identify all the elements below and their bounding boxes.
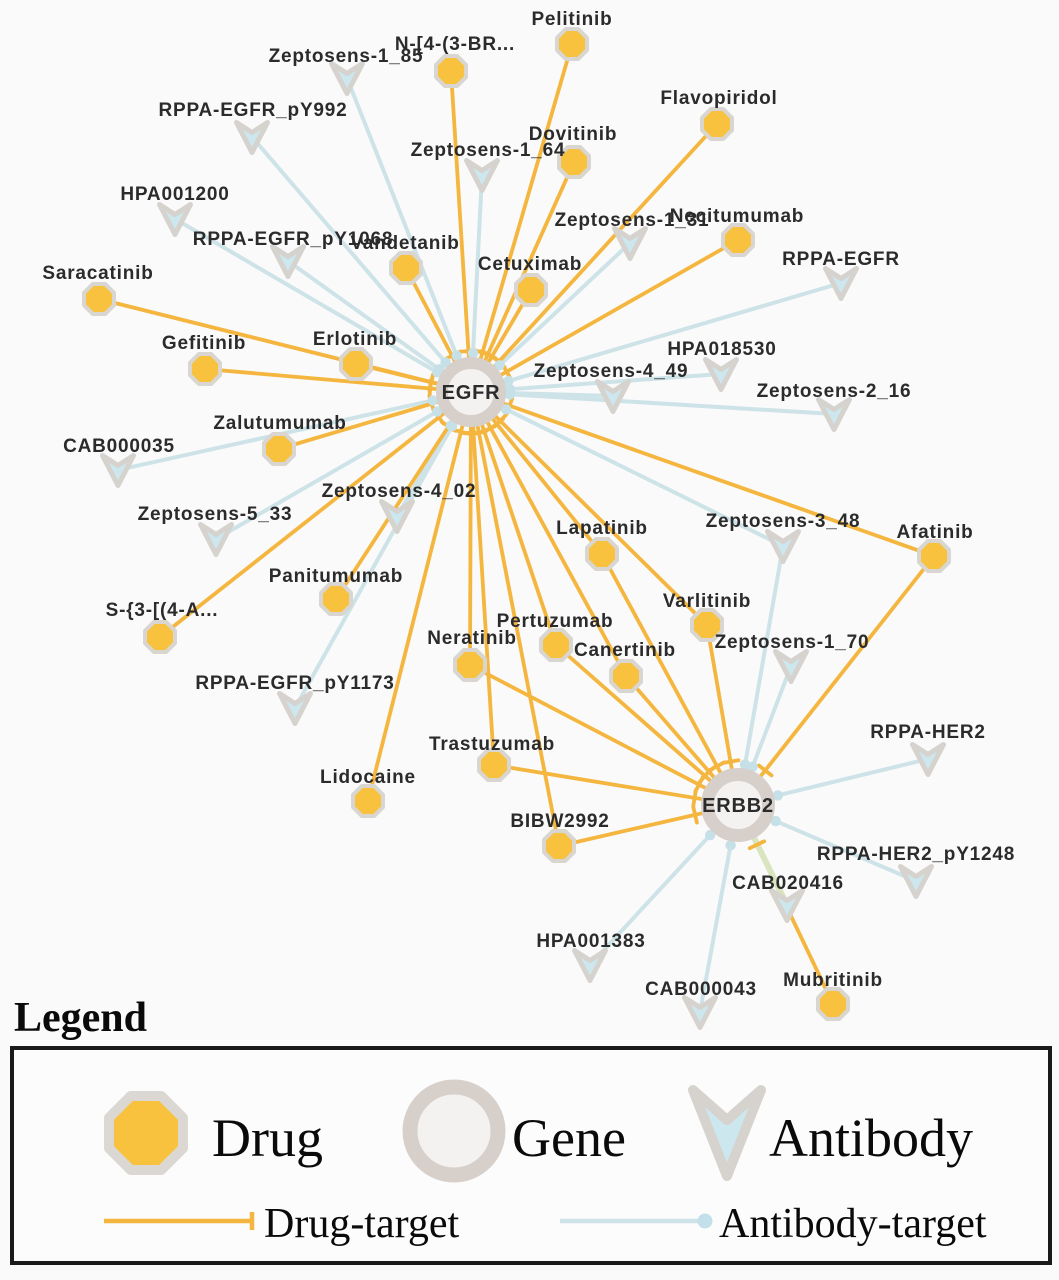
svg-text:RPPA-EGFR_pY1173: RPPA-EGFR_pY1173	[195, 673, 394, 694]
svg-text:Dovitinib: Dovitinib	[529, 124, 617, 145]
svg-text:Zeptosens-4_02: Zeptosens-4_02	[322, 481, 477, 502]
svg-text:EGFR: EGFR	[442, 382, 501, 404]
svg-text:Zeptosens-3_48: Zeptosens-3_48	[706, 511, 861, 532]
svg-text:Zalutumumab: Zalutumumab	[213, 413, 346, 434]
svg-text:CAB000043: CAB000043	[645, 979, 757, 1000]
svg-text:Zeptosens-5_33: Zeptosens-5_33	[138, 504, 293, 525]
svg-text:Vandetanib: Vandetanib	[350, 233, 459, 254]
svg-text:Zeptosens-4_49: Zeptosens-4_49	[534, 361, 689, 382]
svg-text:HPA001200: HPA001200	[120, 184, 229, 205]
svg-text:RPPA-EGFR_pY1068: RPPA-EGFR_pY1068	[193, 229, 393, 250]
svg-text:Lapatinib: Lapatinib	[556, 518, 648, 539]
svg-text:RPPA-EGFR_pY992: RPPA-EGFR_pY992	[158, 100, 347, 121]
svg-text:Zeptosens-2_16: Zeptosens-2_16	[757, 381, 912, 402]
svg-text:ERBB2: ERBB2	[702, 795, 774, 817]
svg-text:Cetuximab: Cetuximab	[478, 254, 582, 275]
svg-text:RPPA-HER2_pY1248: RPPA-HER2_pY1248	[817, 844, 1015, 865]
svg-text:Zeptosens-1_64: Zeptosens-1_64	[411, 140, 566, 161]
svg-text:Zeptosens-1_85: Zeptosens-1_85	[269, 46, 424, 67]
svg-text:Antibody: Antibody	[769, 1108, 973, 1168]
svg-text:Varlitinib: Varlitinib	[663, 591, 751, 612]
svg-text:RPPA-EGFR: RPPA-EGFR	[782, 249, 900, 270]
svg-text:Necitumumab: Necitumumab	[670, 206, 804, 227]
svg-text:Gefitinib: Gefitinib	[162, 333, 246, 354]
svg-text:Zeptosens-1_70: Zeptosens-1_70	[715, 632, 870, 653]
svg-text:Erlotinib: Erlotinib	[313, 329, 397, 350]
svg-text:N-[4-(3-BR...: N-[4-(3-BR...	[395, 34, 515, 55]
svg-text:Canertinib: Canertinib	[574, 640, 676, 661]
svg-text:RPPA-HER2: RPPA-HER2	[870, 722, 986, 743]
svg-text:CAB000035: CAB000035	[63, 436, 175, 457]
svg-text:Gene: Gene	[512, 1108, 626, 1168]
svg-text:BIBW2992: BIBW2992	[510, 811, 609, 832]
svg-text:Saracatinib: Saracatinib	[42, 263, 153, 284]
svg-text:Panitumumab: Panitumumab	[269, 566, 403, 587]
svg-text:Pelitinib: Pelitinib	[531, 9, 612, 30]
svg-text:Flavopiridol: Flavopiridol	[660, 88, 777, 109]
svg-text:Pertuzumab: Pertuzumab	[497, 611, 614, 632]
svg-text:Mubritinib: Mubritinib	[783, 970, 883, 991]
svg-text:Trastuzumab: Trastuzumab	[429, 734, 555, 755]
svg-text:Lidocaine: Lidocaine	[320, 767, 416, 788]
svg-text:HPA018530: HPA018530	[667, 339, 776, 360]
svg-text:Legend: Legend	[14, 995, 147, 1041]
svg-text:Afatinib: Afatinib	[896, 522, 973, 543]
svg-text:HPA001383: HPA001383	[536, 931, 645, 952]
svg-text:Zeptosens-1_31: Zeptosens-1_31	[555, 210, 710, 231]
svg-text:Antibody-target: Antibody-target	[719, 1201, 987, 1247]
svg-text:Drug: Drug	[212, 1108, 323, 1168]
svg-text:Neratinib: Neratinib	[427, 628, 517, 649]
svg-text:S-{3-[(4-A...: S-{3-[(4-A...	[106, 600, 219, 621]
svg-text:Drug-target: Drug-target	[264, 1201, 459, 1247]
svg-text:CAB020416: CAB020416	[732, 873, 844, 894]
